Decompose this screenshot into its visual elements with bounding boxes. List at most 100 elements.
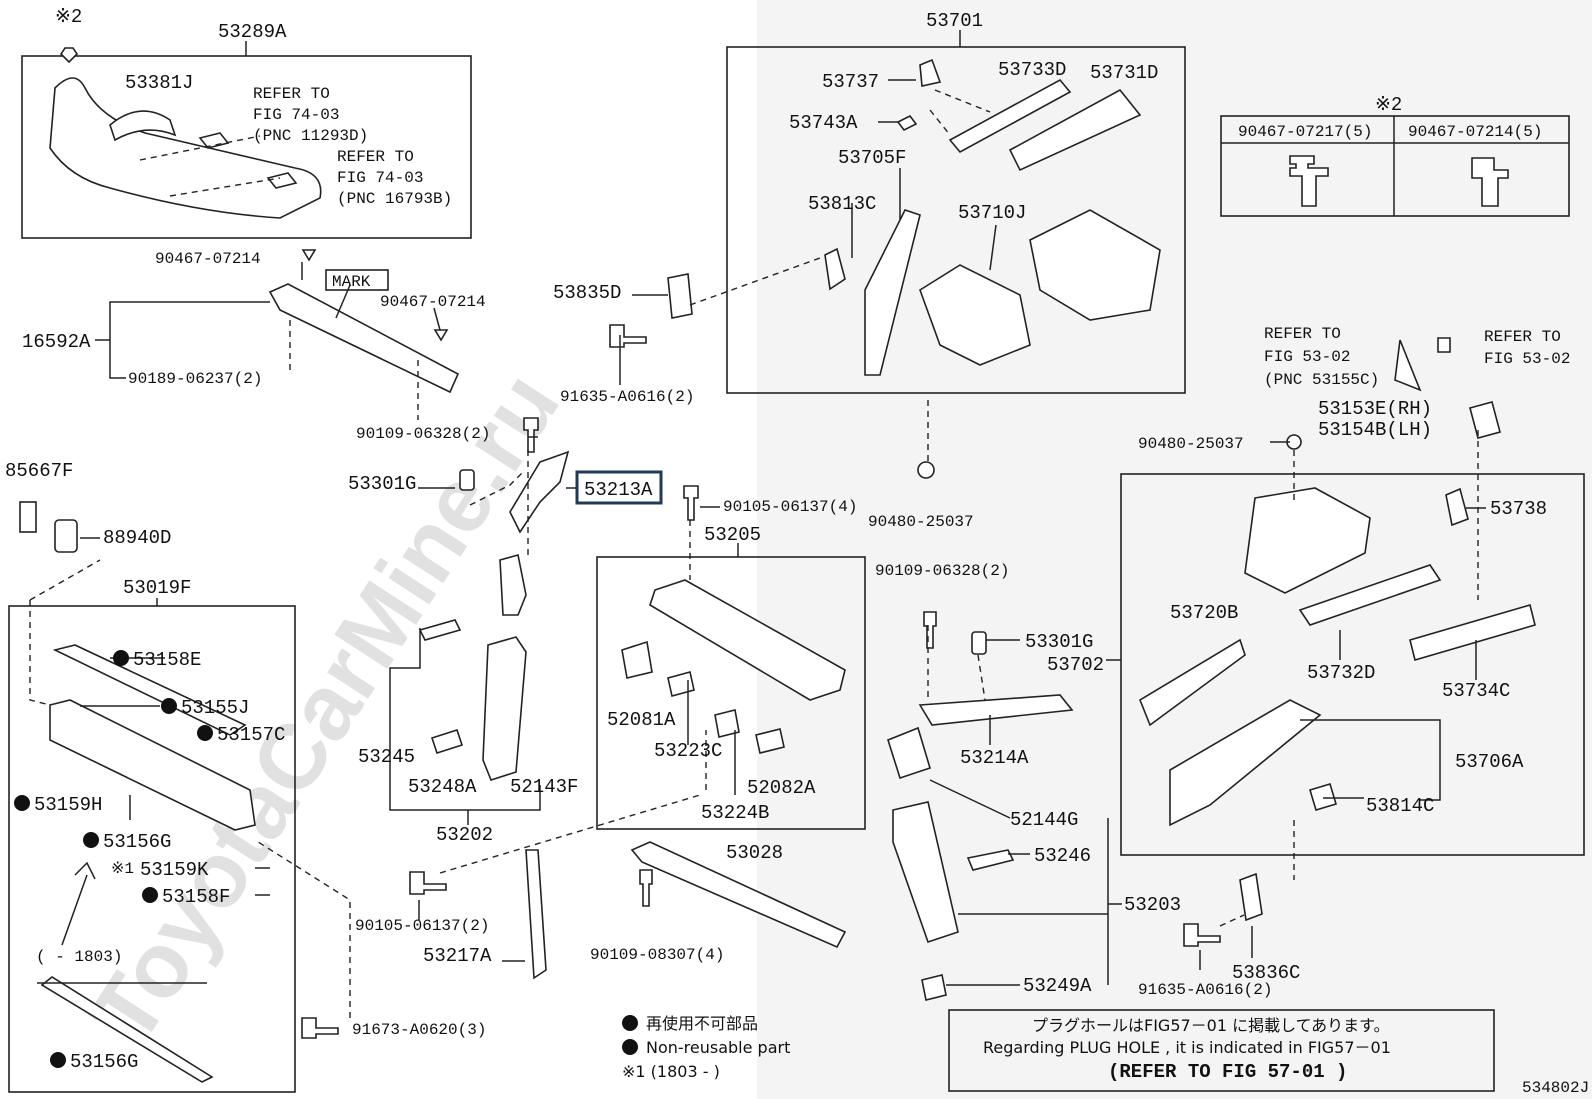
nonreuse-dot bbox=[142, 887, 158, 903]
label-53706A: 53706A bbox=[1455, 751, 1524, 773]
part-53737-drawing bbox=[919, 58, 942, 87]
part-53710J-drawing bbox=[919, 264, 1031, 366]
label-90109-06328-c: 90109-06328(2) bbox=[875, 562, 1009, 580]
refer1-line1: REFER TO bbox=[253, 85, 330, 103]
label-53154B: 53154B(LH) bbox=[1318, 419, 1432, 441]
label-53245: 53245 bbox=[358, 746, 415, 768]
part-53203-drawing bbox=[892, 801, 959, 944]
clip-table-mark: ※2 bbox=[1375, 94, 1402, 116]
label-53223C: 53223C bbox=[654, 740, 722, 762]
label-91673-A0620: 91673-A0620(3) bbox=[352, 1021, 486, 1039]
part-53705F-drawing bbox=[864, 209, 921, 376]
part-53702-upper-drawing bbox=[1244, 487, 1371, 594]
label-53835D: 53835D bbox=[553, 282, 621, 304]
legend-note1: ※1 (1803 - ) bbox=[622, 1062, 720, 1081]
nonreuse-dot bbox=[50, 1052, 66, 1068]
label-53813C: 53813C bbox=[808, 193, 876, 215]
part-52082A-drawing bbox=[755, 728, 785, 754]
nonreuse-dot bbox=[197, 725, 213, 741]
label-88940D: 88940D bbox=[103, 527, 171, 549]
part-53205-drawing bbox=[649, 579, 846, 701]
part-53835D-drawing bbox=[667, 273, 693, 319]
refer3-line3: (PNC 53155C) bbox=[1264, 371, 1379, 389]
part-53224B-drawing bbox=[714, 709, 740, 738]
legend-dot-2 bbox=[622, 1039, 638, 1055]
label-53249A: 53249A bbox=[1023, 975, 1092, 997]
label-53720B: 53720B bbox=[1170, 602, 1238, 624]
grommet-90480a-drawing bbox=[917, 461, 935, 479]
legend: 再使用不可部品 Non-reusable part ※1 (1803 - ) bbox=[622, 1014, 790, 1081]
clip-header-2: 90467-07214(5) bbox=[1408, 123, 1542, 141]
label-53159H: 53159H bbox=[34, 794, 102, 816]
label-53248A: 53248A bbox=[408, 776, 477, 798]
part-53814C-drawing bbox=[1309, 783, 1337, 811]
part-53733D-drawing bbox=[948, 78, 1072, 154]
group-box-53701 bbox=[726, 46, 1186, 394]
clip-90467-drawing bbox=[301, 249, 317, 262]
part-85667F-drawing bbox=[19, 501, 37, 533]
part-53836C-drawing bbox=[1239, 872, 1263, 922]
clip-top-drawing bbox=[59, 47, 79, 64]
label-91635-A0616-b: 91635-A0616(2) bbox=[1138, 981, 1272, 999]
clip-90467b-drawing bbox=[433, 329, 449, 342]
refer4-line2: FIG 53-02 bbox=[1484, 350, 1570, 368]
label-53019F: 53019F bbox=[123, 577, 191, 599]
part-53213A-drawing bbox=[509, 450, 570, 534]
nonreuse-dot bbox=[14, 795, 30, 811]
label-53731D: 53731D bbox=[1090, 62, 1158, 84]
label-53836C: 53836C bbox=[1232, 962, 1300, 984]
refer3-line1: REFER TO bbox=[1264, 325, 1341, 343]
part-53301G-drawing bbox=[459, 469, 475, 491]
label-53737: 53737 bbox=[822, 71, 879, 93]
part-53706A-drawing bbox=[1169, 699, 1322, 827]
cover-53289A-drawing bbox=[49, 77, 322, 219]
part-53743A-drawing bbox=[896, 114, 918, 132]
label-52144G: 52144G bbox=[1010, 809, 1078, 831]
part-52143F-drawing bbox=[482, 636, 527, 781]
part-53301Gb-drawing bbox=[971, 631, 987, 655]
bolt-90105-drawing bbox=[683, 485, 699, 521]
label-53158F: 53158F bbox=[162, 886, 230, 908]
bolt-90109-drawing bbox=[523, 417, 539, 453]
refer1-line2: FIG 74-03 bbox=[253, 106, 339, 124]
label-53301G-b: 53301G bbox=[1025, 631, 1093, 653]
bolt-90105b-drawing bbox=[409, 871, 447, 895]
label-52082A: 52082A bbox=[747, 777, 816, 799]
label-mark: MARK bbox=[332, 273, 371, 291]
part-53381J-drawing bbox=[109, 110, 177, 142]
part-53028-drawing bbox=[630, 841, 847, 949]
part-53813C-drawing bbox=[824, 247, 846, 291]
label-53155J: 53155J bbox=[181, 697, 249, 719]
label-90109-06328-a: 90109-06328(2) bbox=[356, 425, 490, 443]
label-53153E: 53153E(RH) bbox=[1318, 398, 1432, 420]
bolt-90109b-drawing bbox=[639, 869, 653, 907]
label-90467-07214-a: 90467-07214 bbox=[155, 250, 261, 268]
label-90105-06137-a: 90105-06137(4) bbox=[723, 498, 857, 516]
clip-table: ※2 90467-07217(5) 90467-07214(5) bbox=[1220, 94, 1570, 217]
label-53701: 53701 bbox=[926, 10, 983, 32]
label-53159K: 53159K bbox=[140, 859, 209, 881]
label-53246: 53246 bbox=[1034, 845, 1091, 867]
label-53710J: 53710J bbox=[958, 202, 1026, 224]
label-85667F: 85667F bbox=[5, 460, 73, 482]
label-53202: 53202 bbox=[436, 824, 493, 846]
clip-icon-2 bbox=[1471, 157, 1509, 207]
label-90480-25037-b: 90480-25037 bbox=[1138, 435, 1244, 453]
group-box-53702 bbox=[1120, 473, 1585, 856]
part-53738-drawing bbox=[1445, 487, 1469, 527]
label-53156G-a: 53156G bbox=[103, 831, 171, 853]
grille-53019F-drawing bbox=[49, 699, 256, 831]
mark-box bbox=[325, 269, 389, 291]
label-53702: 53702 bbox=[1047, 654, 1104, 676]
label-53732D: 53732D bbox=[1307, 662, 1375, 684]
label-53733D: 53733D bbox=[998, 59, 1066, 81]
label-53743A: 53743A bbox=[789, 112, 858, 134]
label-90109-08307: 90109-08307(4) bbox=[590, 946, 724, 964]
label-53028: 53028 bbox=[726, 842, 783, 864]
part-53249A-drawing bbox=[921, 974, 947, 1001]
strip-53156G-drawing bbox=[40, 976, 214, 1083]
group-box-53019F bbox=[8, 605, 296, 1093]
part-upper-bracket-drawing bbox=[499, 553, 527, 616]
nonreuse-dot bbox=[113, 650, 129, 666]
refer2-line3: (PNC 16793B) bbox=[337, 190, 452, 208]
